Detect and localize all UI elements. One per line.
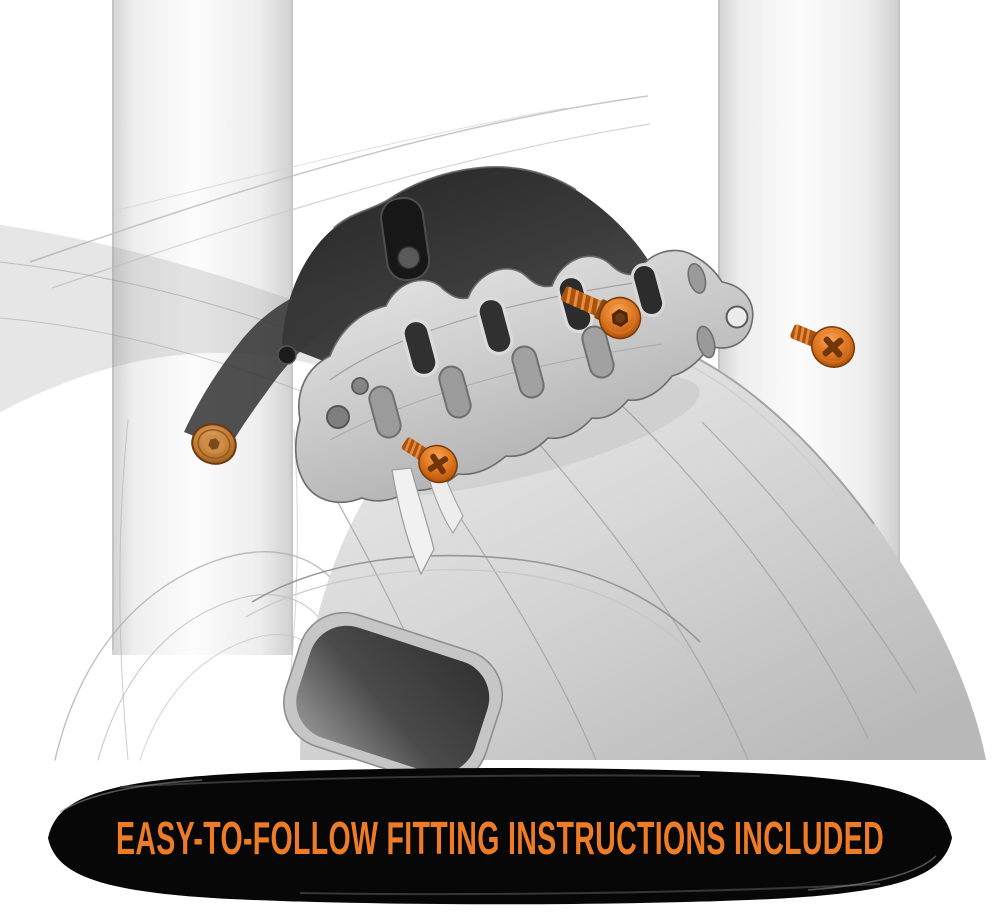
fork-arch-ghost bbox=[54, 419, 353, 761]
orange-washer-left bbox=[191, 423, 237, 465]
banner-shape bbox=[48, 768, 952, 905]
mudguard-vent-opening bbox=[283, 611, 504, 786]
phillips-screw-right bbox=[790, 324, 856, 368]
banner: EASY-TO-FOLLOW FITTING INSTRUCTIONS INCL… bbox=[48, 768, 952, 905]
phillips-screw-middle bbox=[401, 437, 458, 484]
socket-head-bolt bbox=[561, 286, 642, 340]
plate-hole-left-small bbox=[351, 377, 369, 395]
plate-hole-left-large bbox=[326, 405, 350, 429]
clip-slot bbox=[380, 196, 431, 282]
banner-text: EASY-TO-FOLLOW FITTING INSTRUCTIONS INCL… bbox=[116, 812, 884, 864]
mudguard-ghost-outline bbox=[29, 95, 651, 289]
plate-hole-right bbox=[725, 305, 749, 329]
clip-arm bbox=[184, 286, 352, 450]
arm-hole bbox=[277, 345, 297, 365]
plate-slots-lower bbox=[368, 325, 615, 439]
